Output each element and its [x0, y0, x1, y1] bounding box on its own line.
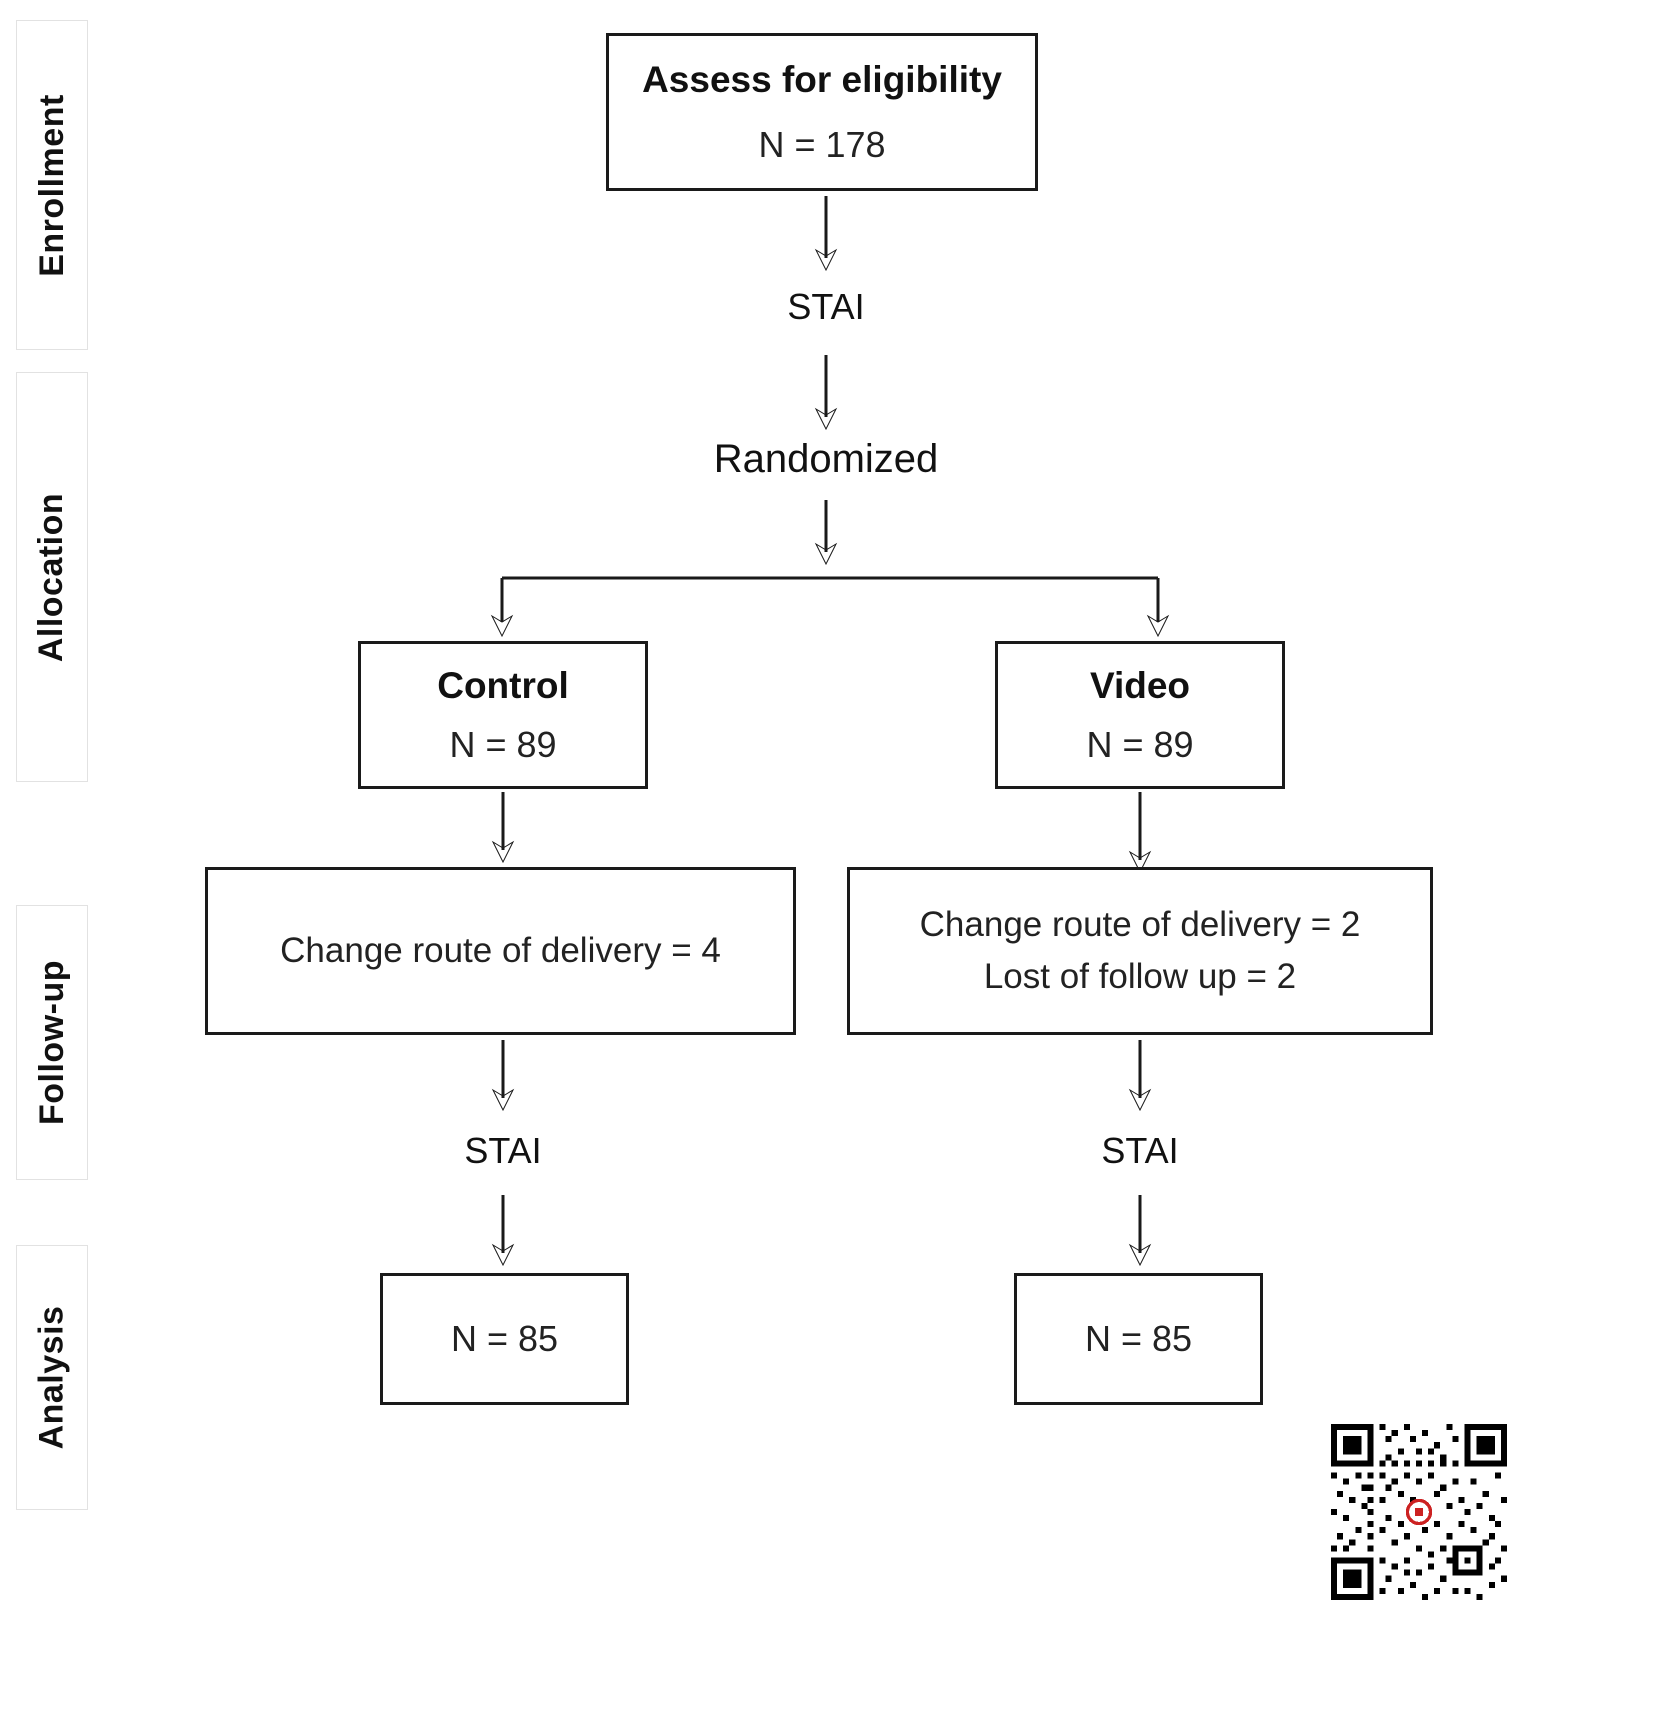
node-control-followup: Change route of delivery = 4 — [205, 867, 796, 1035]
node-video-analysis: N = 85 — [1014, 1273, 1263, 1405]
arrow-stai-to-randomized — [806, 355, 846, 435]
node-control-analysis: N = 85 — [380, 1273, 629, 1405]
assess-eligibility-title: Assess for eligibility — [642, 59, 1002, 101]
node-video-group: Video N = 89 — [995, 641, 1285, 789]
video-followup-line-1: Change route of delivery = 2 — [919, 904, 1361, 944]
video-followup-line-2: Lost of follow up = 2 — [983, 957, 1297, 996]
label-stai-control: STAI — [464, 1130, 542, 1171]
control-group-count: N = 89 — [449, 723, 557, 765]
stage-label-allocation-text: Allocation — [32, 492, 71, 662]
arrow-eligibility-to-stai — [806, 196, 846, 276]
label-randomized: Randomized — [713, 437, 939, 481]
assess-eligibility-count: N = 178 — [758, 123, 886, 165]
stage-label-enrollment: Enrollment — [16, 20, 88, 350]
qr-code — [1331, 1424, 1507, 1600]
control-group-title: Control — [437, 665, 569, 707]
control-analysis-count: N = 85 — [450, 1318, 559, 1360]
arrow-video-followup-to-stai — [1120, 1040, 1160, 1118]
video-group-count: N = 89 — [1086, 723, 1194, 765]
label-stai-video: STAI — [1101, 1130, 1179, 1171]
arrow-control-followup-to-stai — [483, 1040, 523, 1118]
node-assess-eligibility: Assess for eligibility N = 178 — [606, 33, 1038, 191]
node-control-group: Control N = 89 — [358, 641, 648, 789]
stage-label-followup-text: Follow-up — [32, 959, 71, 1126]
stage-label-followup: Follow-up — [16, 905, 88, 1180]
video-group-title: Video — [1089, 665, 1191, 707]
arrow-control-to-followup — [483, 792, 523, 872]
node-video-followup: Change route of delivery = 2 Lost of fol… — [847, 867, 1433, 1035]
label-stai-baseline: STAI — [787, 286, 865, 327]
arrow-video-to-followup — [1120, 792, 1160, 882]
arrow-stai-to-video-analysis — [1120, 1195, 1160, 1275]
arrow-stai-to-control-analysis — [483, 1195, 523, 1275]
stage-label-analysis-text: Analysis — [32, 1305, 71, 1450]
control-followup-line: Change route of delivery = 4 — [280, 930, 721, 970]
stage-label-analysis: Analysis — [16, 1245, 88, 1510]
arrow-randomized-to-split — [806, 500, 846, 570]
split-connector-allocation — [480, 570, 1180, 650]
stage-label-allocation: Allocation — [16, 372, 88, 782]
stage-label-enrollment-text: Enrollment — [32, 93, 71, 277]
video-analysis-count: N = 85 — [1084, 1318, 1193, 1360]
